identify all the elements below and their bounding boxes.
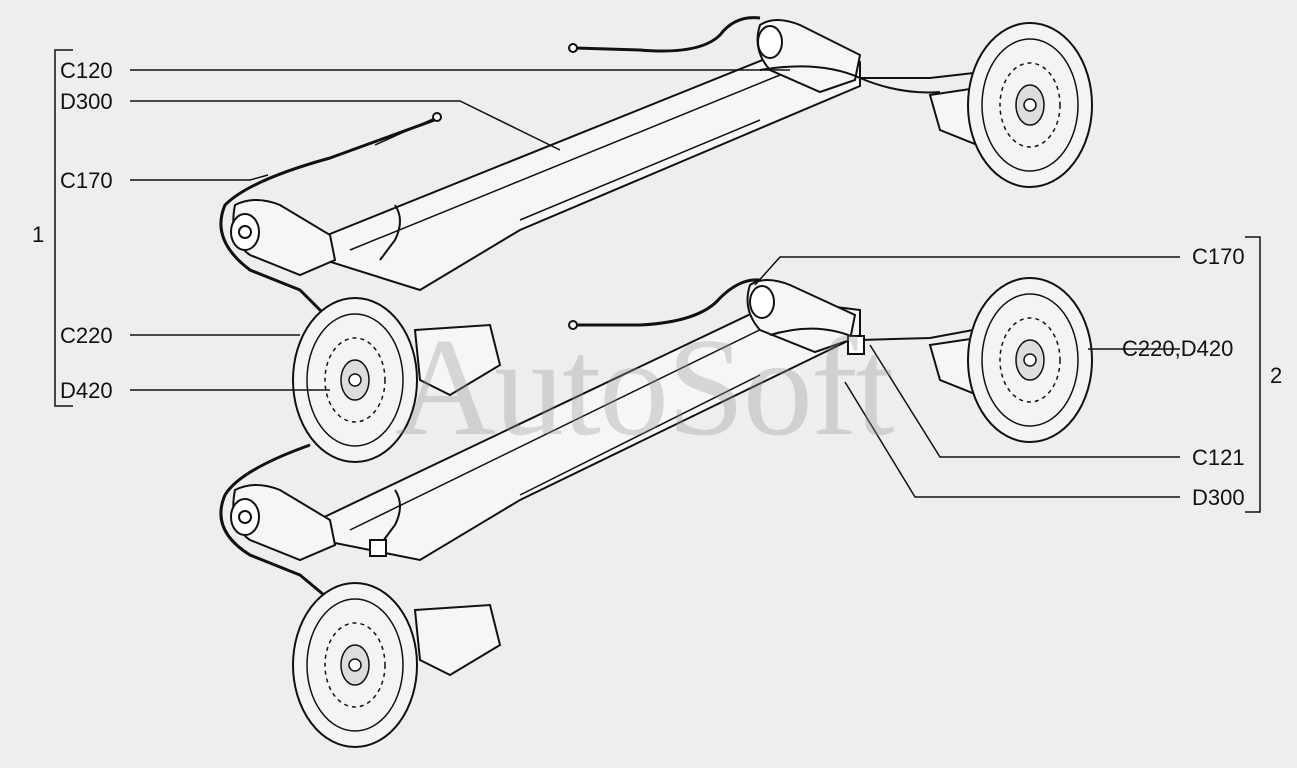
axle-assembly-1: [219, 16, 1093, 463]
handbrake-cable-left-1: [219, 116, 441, 322]
handbrake-cable-right-1: [574, 16, 761, 53]
label-d300-right: D300: [1192, 485, 1245, 510]
label-d420: D420: [60, 378, 113, 403]
label-c120: C120: [60, 58, 113, 83]
group-label-1: 1: [32, 222, 45, 247]
leader-lines: [54, 49, 1261, 513]
group-label-2: 2: [1270, 363, 1283, 388]
label-c220: C220: [60, 323, 113, 348]
axle-beam-1: [313, 53, 861, 292]
label-c121-right: C121: [1192, 445, 1245, 470]
watermark: AutoSoft: [395, 310, 894, 465]
label-c170: C170: [60, 168, 113, 193]
label-c170-right: C170: [1192, 244, 1245, 269]
label-c220-d420-right: C220,D420: [1122, 336, 1234, 361]
label-d300: D300: [60, 89, 113, 114]
axle-assembly-2: [219, 277, 1093, 748]
handbrake-cable-2: [219, 278, 761, 602]
